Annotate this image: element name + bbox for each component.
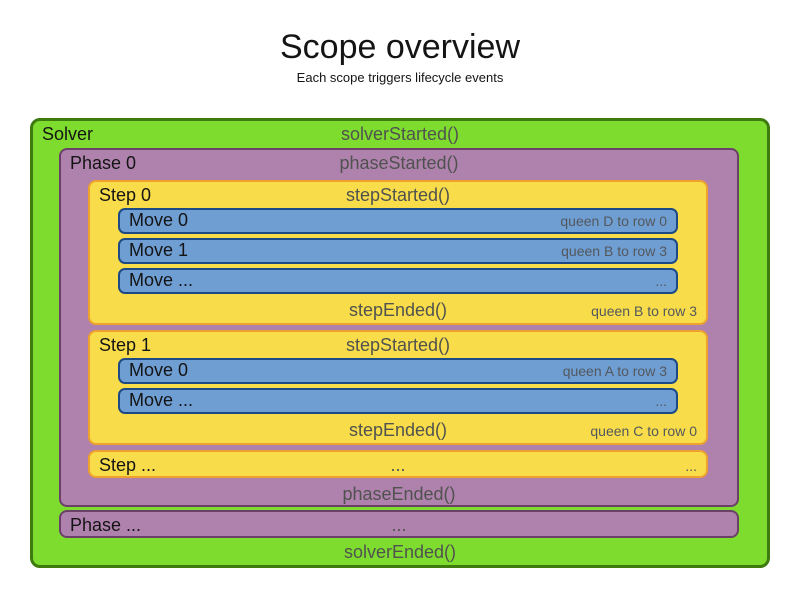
move-annotation: ... (655, 273, 667, 289)
move-label: Move 1 (129, 240, 189, 260)
step-more-scope-box: Step ... ... ... (88, 450, 708, 478)
move-annotation: ... (655, 393, 667, 409)
phase0-footer-row: phaseEnded() (61, 483, 737, 507)
phase0-started-event: phaseStarted() (339, 153, 459, 173)
phase0-label: Phase 0 (70, 153, 137, 173)
move-label: Move ... (129, 270, 194, 290)
step0-header-row: Step 0 stepStarted() (90, 184, 706, 208)
step-more-row: Step ... ... ... (90, 454, 706, 478)
step1-header-row: Step 1 stepStarted() (90, 334, 706, 358)
phase-more-center-dots: ... (391, 515, 407, 535)
move-label: Move 0 (129, 360, 189, 380)
step1-label: Step 1 (99, 335, 152, 355)
diagram-subtitle: Each scope triggers lifecycle events (296, 70, 504, 85)
step1-footer-row: stepEnded() queen C to row 0 (90, 419, 706, 443)
step0-started-event: stepStarted() (345, 185, 451, 205)
phase-more-label: Phase ... (70, 515, 142, 535)
phase0-ended-event: phaseEnded() (342, 484, 456, 504)
solver-label: Solver (42, 124, 94, 144)
step0-label: Step 0 (99, 185, 152, 205)
phase0-scope-box: Phase 0 phaseStarted() Step 0 stepStarte… (59, 148, 739, 507)
step1-ended-annotation: queen C to row 0 (590, 423, 697, 439)
phase-more-scope-box: Phase ... ... (59, 510, 739, 538)
move-label: Move ... (129, 390, 194, 410)
solver-header-row: Solver solverStarted() (33, 123, 767, 147)
step0-move-more-box: Move ... ... (118, 268, 678, 294)
step0-footer-row: stepEnded() queen B to row 3 (90, 299, 706, 323)
step1-move-more-box: Move ... ... (118, 388, 678, 414)
step0-move1-box: Move 1 queen B to row 3 (118, 238, 678, 264)
move-label: Move 0 (129, 210, 189, 230)
solver-scope-box: Solver solverStarted() Phase 0 phaseStar… (30, 118, 770, 568)
step1-started-event: stepStarted() (345, 335, 451, 355)
step-more-right-dots: ... (685, 458, 697, 474)
move-annotation: queen D to row 0 (560, 213, 667, 229)
solver-ended-event: solverEnded() (343, 542, 457, 562)
step-more-center-dots: ... (390, 455, 406, 475)
step0-move0-box: Move 0 queen D to row 0 (118, 208, 678, 234)
step-more-label: Step ... (99, 455, 157, 475)
phase-more-row: Phase ... ... (61, 514, 737, 538)
step0-ended-event: stepEnded() (348, 300, 448, 320)
solver-started-event: solverStarted() (340, 124, 460, 144)
move-annotation: queen A to row 3 (562, 363, 667, 379)
move-annotation: queen B to row 3 (561, 243, 667, 259)
step0-ended-annotation: queen B to row 3 (591, 303, 697, 319)
step1-scope-box: Step 1 stepStarted() Move 0 queen A to r… (88, 330, 708, 445)
step1-ended-event: stepEnded() (348, 420, 448, 440)
phase0-header-row: Phase 0 phaseStarted() (61, 152, 737, 176)
diagram-title: Scope overview (279, 28, 520, 66)
step1-move0-box: Move 0 queen A to row 3 (118, 358, 678, 384)
step0-scope-box: Step 0 stepStarted() Move 0 queen D to r… (88, 180, 708, 325)
solver-footer-row: solverEnded() (33, 541, 767, 565)
